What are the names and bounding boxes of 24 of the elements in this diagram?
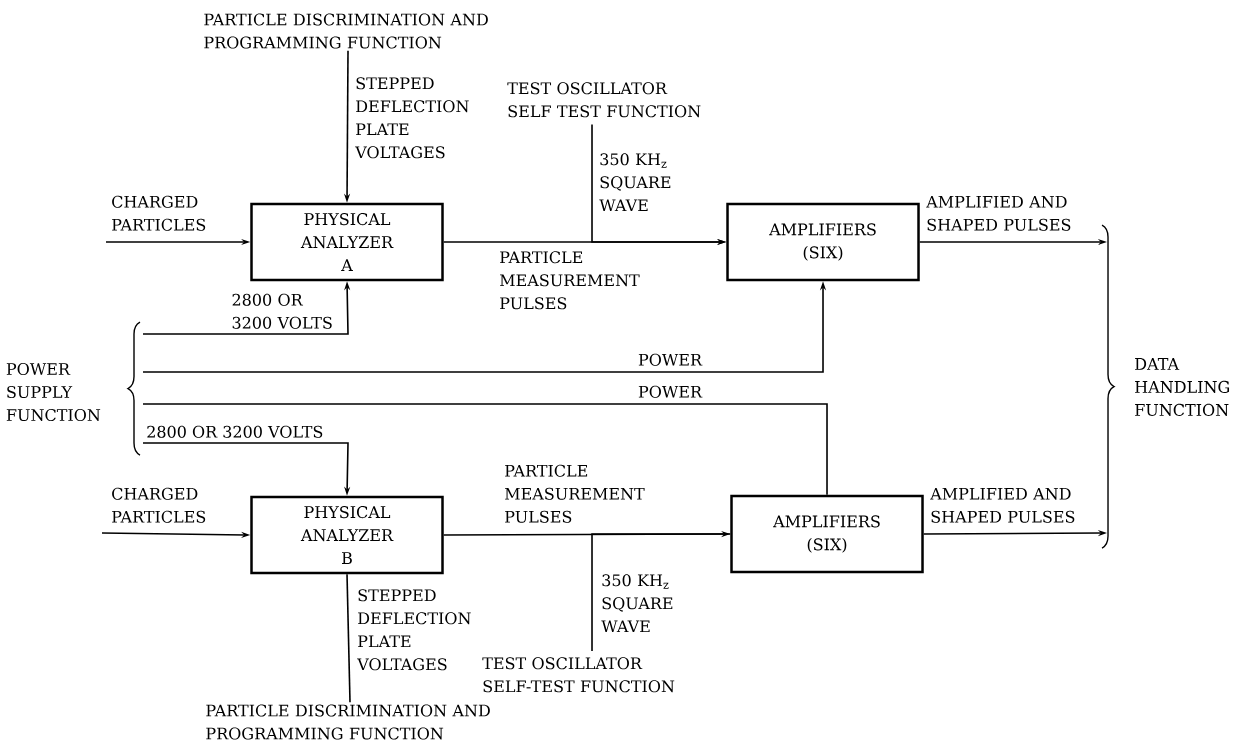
edge-label: 350 KH$_{z}$ SQUARE WAVE xyxy=(601,574,673,633)
function-label: POWER SUPPLY FUNCTION xyxy=(6,362,101,422)
block-box: PHYSICAL ANALYZER B xyxy=(250,495,444,575)
function-label: PARTICLE DISCRIMINATION AND PROGRAMMING FUNCTION xyxy=(206,704,490,740)
edge-label: POWER xyxy=(638,385,703,398)
edge-label: STEPPED DEFLECTION PLATE VOLTAGES xyxy=(355,77,469,159)
edge-label: 350 KH$_{z}$ SQUARE WAVE xyxy=(599,153,671,212)
function-label: TEST OSCILLATOR SELF TEST FUNCTION xyxy=(507,82,701,118)
edge-label: AMPLIFIED AND SHAPED PULSES xyxy=(926,195,1071,231)
edge-label: 2800 OR 3200 VOLTS xyxy=(232,293,332,329)
edge-label: STEPPED DEFLECTION PLATE VOLTAGES xyxy=(357,589,471,671)
edge-label: PARTICLE MEASUREMENT PULSES xyxy=(505,464,645,523)
function-label: TEST OSCILLATOR SELF-TEST FUNCTION xyxy=(482,657,675,693)
block-box: AMPLIFIERS (SIX) xyxy=(726,202,920,282)
edge-label: CHARGED PARTICLES xyxy=(112,487,206,523)
edge-label: 2800 OR 3200 VOLTS xyxy=(147,425,323,438)
function-label: PARTICLE DISCRIMINATION AND PROGRAMMING FUNCTION xyxy=(204,13,488,49)
edge-label: CHARGED PARTICLES xyxy=(112,195,206,231)
block-box: PHYSICAL ANALYZER A xyxy=(250,202,444,282)
block-box: AMPLIFIERS (SIX) xyxy=(730,494,924,574)
edge-label: AMPLIFIED AND SHAPED PULSES xyxy=(930,487,1075,523)
edge-label: PARTICLE MEASUREMENT PULSES xyxy=(500,251,640,310)
edge-label: POWER xyxy=(638,353,703,366)
function-label: DATA HANDLING FUNCTION xyxy=(1135,358,1229,416)
